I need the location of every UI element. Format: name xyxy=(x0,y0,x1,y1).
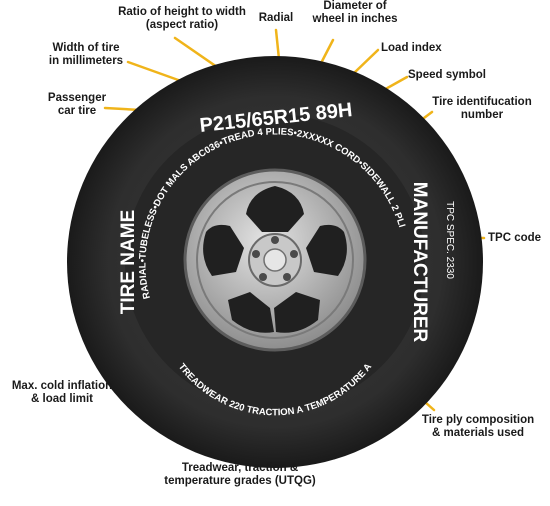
callout-tpc-code: TPC code xyxy=(488,232,550,245)
callout-utqg-line1: Treadwear, traction & xyxy=(181,462,299,474)
callout-utqg-line2: temperature grades (UTQG) xyxy=(164,475,316,487)
callout-width-line2: in millimeters xyxy=(48,55,124,67)
callout-ratio-line2: (aspect ratio) xyxy=(145,19,219,31)
callout-diameter: Diameter of wheel in inches xyxy=(300,0,410,26)
callout-passenger: Passenger car tire xyxy=(35,92,119,118)
callout-ply: Tire ply composition & materials used xyxy=(408,414,548,440)
callout-max-cold-line1: Max. cold inflation xyxy=(11,380,113,392)
callout-max-cold-line2: & load limit xyxy=(31,393,93,405)
lug-nuts xyxy=(252,236,298,281)
callout-ratio-line1: Ratio of height to width xyxy=(118,6,246,18)
lug-nut xyxy=(283,273,291,281)
manufacturer-text: MANUFACTURER xyxy=(409,182,430,343)
callout-speed-symbol-line1: Speed symbol xyxy=(408,69,486,81)
callout-diameter-line1: Diameter of xyxy=(323,0,387,12)
rim-lip xyxy=(196,181,354,339)
callout-diameter-line2: wheel in inches xyxy=(312,13,398,25)
callout-speed-symbol: Speed symbol xyxy=(408,69,508,82)
tire-name-text: TIRE NAME xyxy=(118,210,139,315)
rim-window xyxy=(306,224,347,276)
callout-utqg: Treadwear, traction & temperature grades… xyxy=(150,462,330,488)
callout-passenger-line1: Passenger xyxy=(47,92,107,104)
rim-window xyxy=(203,224,244,276)
lug-nut xyxy=(259,273,267,281)
callout-radial: Radial xyxy=(250,12,302,25)
callout-ratio: Ratio of height to width (aspect ratio) xyxy=(107,6,257,32)
callout-load-index-line1: Load index xyxy=(381,42,442,54)
callout-ply-line1: Tire ply composition xyxy=(421,414,535,426)
rim-window xyxy=(274,292,320,333)
callout-radial-line1: Radial xyxy=(258,12,294,24)
callout-width: Width of tire in millimeters xyxy=(34,42,138,68)
callout-tpc-code-line1: TPC code xyxy=(488,232,542,244)
callout-ply-line2: & materials used xyxy=(431,427,525,439)
callout-passenger-line2: car tire xyxy=(57,105,97,117)
lug-nut xyxy=(252,250,260,258)
callout-tire-id: Tire identifucation number xyxy=(418,96,546,122)
callout-max-cold: Max. cold inflation & load limit xyxy=(0,380,124,406)
rim-window xyxy=(246,186,304,232)
tpc-spec-text: TPC SPEC. 2330 xyxy=(444,201,455,279)
lug-nut xyxy=(290,250,298,258)
rim-windows xyxy=(203,186,347,333)
callout-load-index: Load index xyxy=(381,42,471,55)
callout-width-line1: Width of tire xyxy=(52,42,120,54)
hub-center xyxy=(263,248,287,272)
rim-window xyxy=(228,292,274,333)
lug-nut xyxy=(271,236,279,244)
callout-tire-id-line1: Tire identifucation xyxy=(432,96,532,108)
callout-tire-id-line2: number xyxy=(460,109,504,121)
